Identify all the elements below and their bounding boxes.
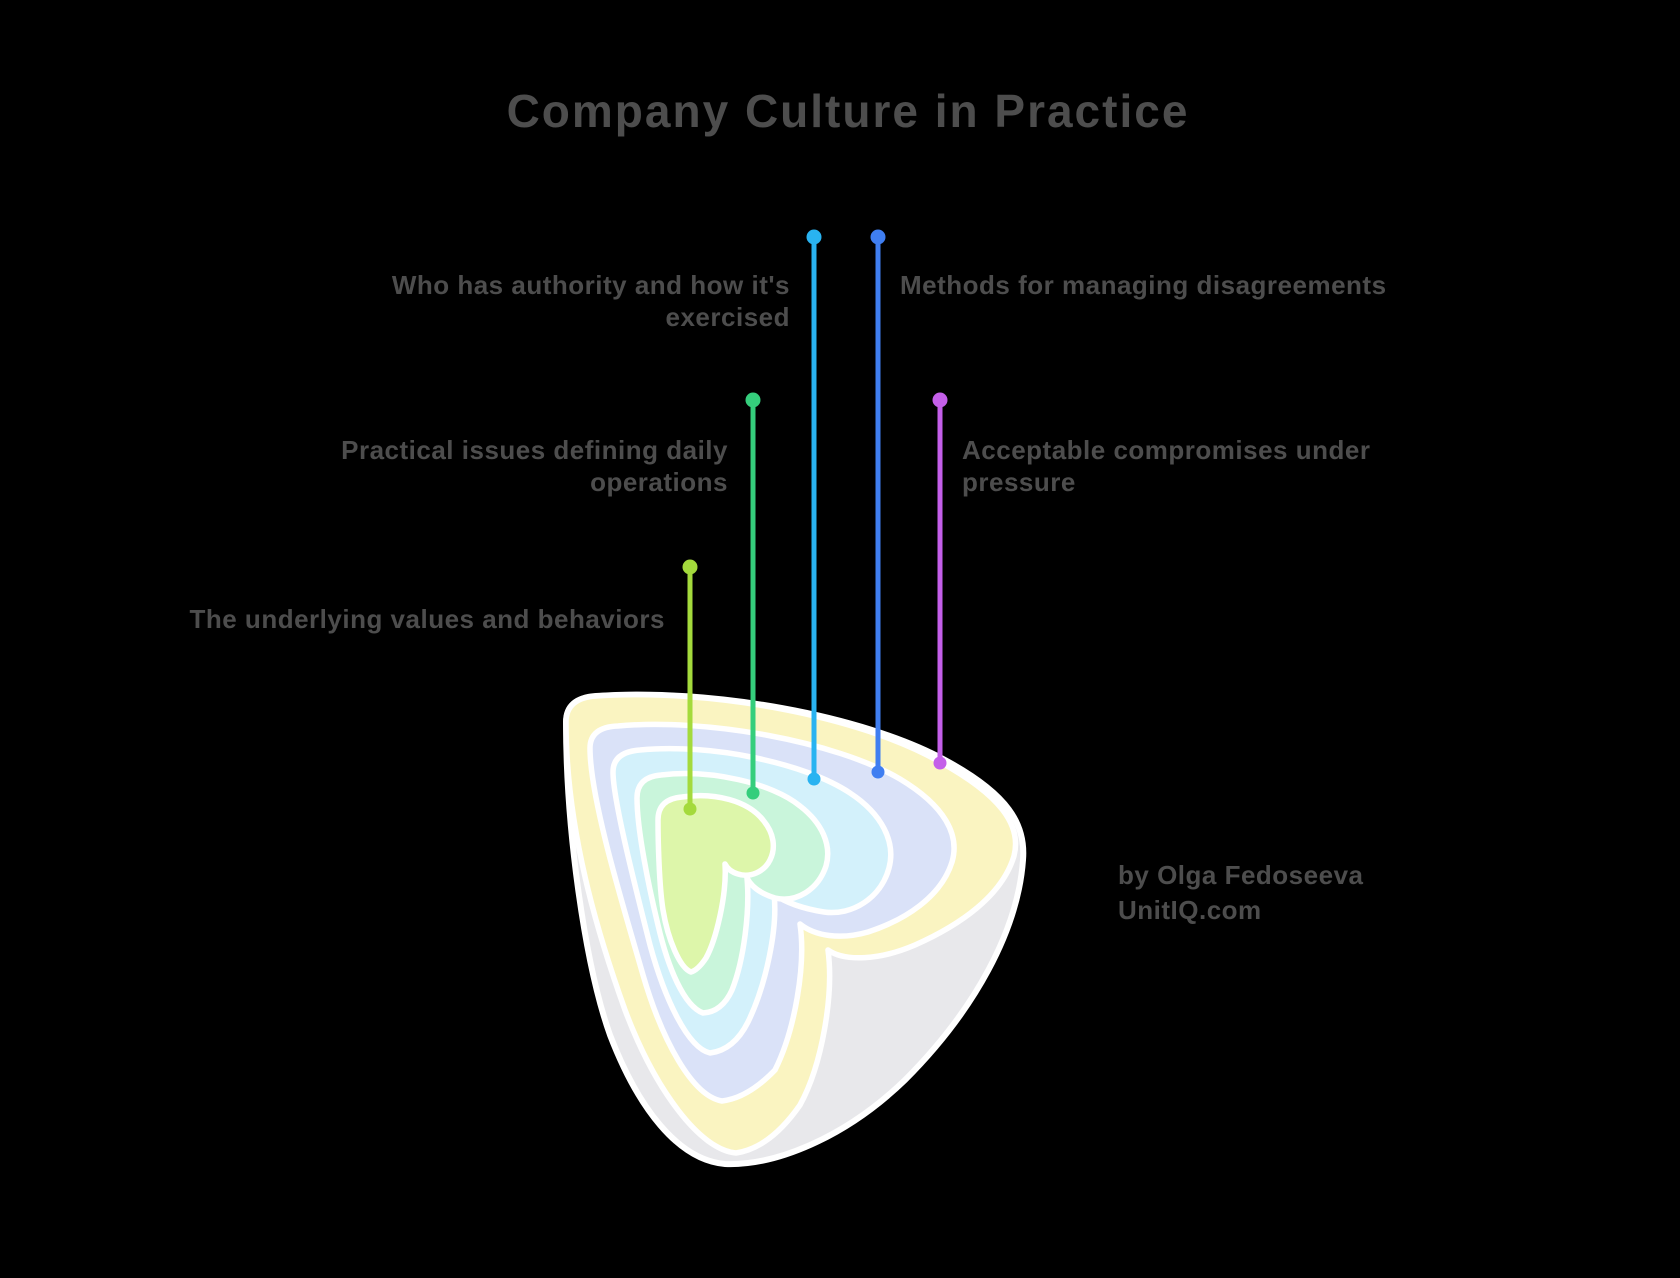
- callout-anchor-dot: [807, 772, 821, 786]
- callout-top-dot: [806, 229, 822, 245]
- callout-top-dot: [870, 229, 886, 245]
- callout-anchor-dot: [871, 765, 885, 779]
- author-credit-name: by Olga Fedoseeva: [1118, 860, 1364, 890]
- label-practical-issues: Practical issues defining daily operatio…: [341, 435, 728, 497]
- label-underlying-values: The underlying values and behaviors: [189, 604, 665, 634]
- callout-anchor-dot: [933, 756, 947, 770]
- callout-anchor-dot: [683, 802, 697, 816]
- onion-layer-5-core: [655, 792, 777, 975]
- label-acceptable-compromises: Acceptable compromises under pressure: [962, 435, 1371, 497]
- label-managing-disagreements: Methods for managing disagreements: [900, 270, 1387, 300]
- label-authority: Who has authority and how it's exercised: [391, 270, 790, 332]
- callout-anchor-dot: [746, 786, 760, 800]
- callout-line-values: [682, 559, 698, 816]
- author-credit: by Olga Fedoseeva UnitIQ.com: [1118, 858, 1363, 928]
- callout-line-authority: [806, 229, 822, 786]
- page-title: Company Culture in Practice: [506, 85, 1190, 137]
- callout-line-practical: [745, 392, 761, 800]
- callout-line-compromises: [932, 392, 948, 770]
- callout-line-methods: [870, 229, 886, 779]
- callout-top-dot: [745, 392, 761, 408]
- callout-top-dot: [682, 559, 698, 575]
- callout-top-dot: [932, 392, 948, 408]
- author-credit-site: UnitIQ.com: [1118, 895, 1262, 926]
